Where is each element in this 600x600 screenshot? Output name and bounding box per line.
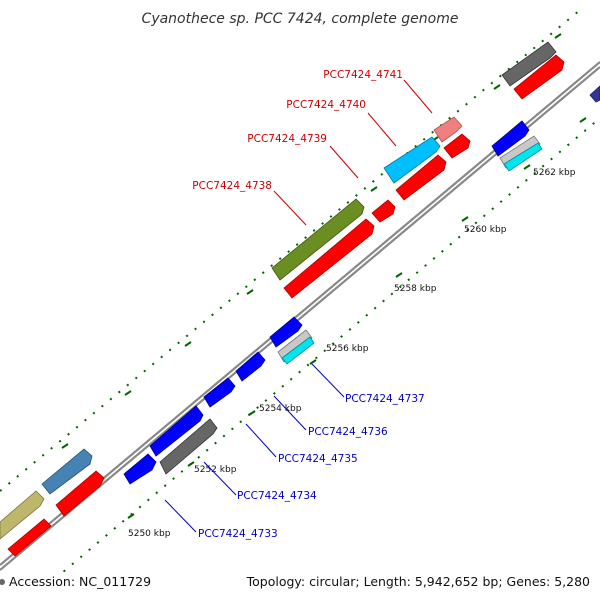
gene-feature-blue[interactable]	[235, 351, 266, 382]
gene-feature-blue[interactable]	[491, 120, 530, 157]
scale-label-5258: 5258 kbp	[394, 284, 437, 294]
scale-labels: 5250 kbp 5252 kbp 5254 kbp 5256 kbp 5258…	[128, 168, 576, 539]
gene-label-pcc7424-4739[interactable]: PCC7424_4739	[247, 133, 327, 145]
gene-feature-aqua[interactable]	[281, 336, 315, 365]
gene-label-pcc7424-4740[interactable]: PCC7424_4740	[286, 99, 366, 111]
gene-feature-olive[interactable]	[271, 198, 365, 281]
reverse-strand-features	[123, 120, 543, 485]
gene-label-pcc7424-4734[interactable]: PCC7424_4734	[237, 490, 317, 502]
gene-label-pcc7424-4736[interactable]: PCC7424_4736	[308, 426, 388, 438]
scale-label-5256: 5256 kbp	[326, 344, 369, 354]
footer-divider	[0, 572, 600, 600]
gene-feature-red[interactable]	[371, 199, 396, 223]
scale-label-5252: 5252 kbp	[194, 465, 237, 475]
gene-feature-red[interactable]	[443, 133, 471, 159]
gene-feature-blue[interactable]	[203, 377, 236, 408]
gene-feature-navy[interactable]	[589, 85, 600, 103]
gene-feature-aqua[interactable]	[503, 142, 543, 172]
gene-feature-blue[interactable]	[269, 316, 303, 348]
callout-lines-reverse	[164, 363, 345, 533]
scale-label-5254: 5254 kbp	[259, 404, 302, 414]
gene-feature-cyan[interactable]	[383, 136, 441, 184]
genome-summary-text: Topology: circular; Length: 5,942,652 bp…	[246, 574, 590, 589]
inner-tick-track	[29, 117, 600, 600]
gene-feature-grey[interactable]	[159, 418, 218, 475]
forward-strand-features	[0, 41, 600, 557]
gene-feature-red[interactable]	[55, 470, 105, 517]
scale-label-5250: 5250 kbp	[128, 529, 171, 539]
callout-labels-reverse: PCC7424_4737 PCC7424_4736 PCC7424_4735 P…	[198, 393, 425, 540]
gene-label-pcc7424-4741[interactable]: PCC7424_4741	[323, 69, 403, 81]
gene-feature-blue[interactable]	[123, 453, 157, 485]
gene-label-pcc7424-4733[interactable]: PCC7424_4733	[198, 528, 278, 540]
gene-feature-steelblue[interactable]	[41, 448, 93, 495]
gene-feature-red[interactable]	[513, 54, 565, 100]
gene-label-pcc7424-4735[interactable]: PCC7424_4735	[278, 453, 358, 465]
gene-feature-red[interactable]	[283, 218, 375, 299]
gene-feature-blue[interactable]	[149, 405, 204, 457]
accession-text: Accession: NC_011729	[9, 574, 151, 589]
gene-label-pcc7424-4737[interactable]: PCC7424_4737	[345, 393, 425, 405]
gene-feature-grey[interactable]	[501, 41, 557, 87]
scale-label-5260: 5260 kbp	[464, 225, 507, 235]
callout-labels-forward: PCC7424_4741 PCC7424_4740 PCC7424_4739 P…	[192, 69, 403, 192]
gene-label-pcc7424-4738[interactable]: PCC7424_4738	[192, 180, 272, 192]
outer-tick-track	[0, 9, 581, 492]
footer-bullet-icon	[0, 579, 5, 585]
gene-feature-red[interactable]	[395, 154, 447, 201]
map-footer: Accession: NC_011729 Topology: circular;…	[0, 572, 600, 600]
scale-label-5262: 5262 kbp	[533, 168, 576, 178]
inner-major-ticks	[127, 117, 587, 519]
gene-feature-pink[interactable]	[433, 116, 463, 143]
gene-feature-red[interactable]	[7, 518, 52, 557]
callout-lines-forward	[273, 79, 433, 226]
gene-feature-khaki[interactable]	[0, 490, 45, 540]
map-title: Cyanothece sp. PCC 7424, complete genome	[142, 11, 459, 27]
